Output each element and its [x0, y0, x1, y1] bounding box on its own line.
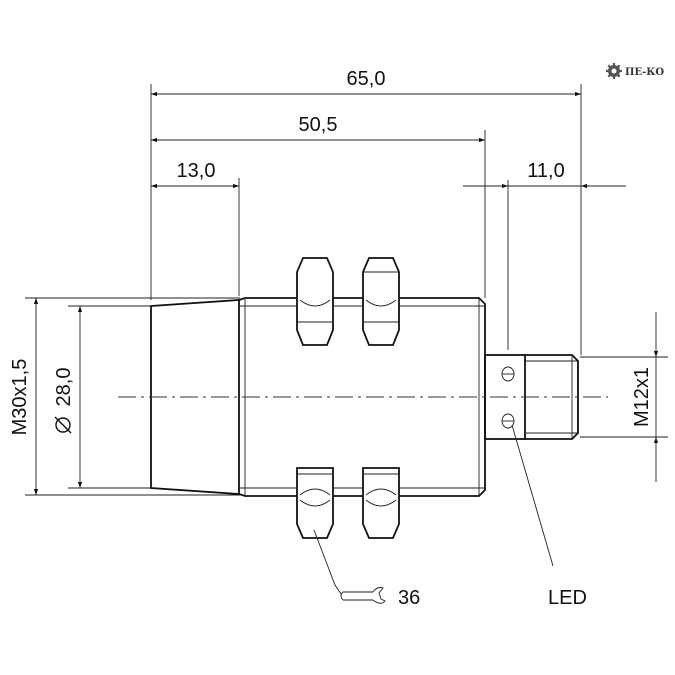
dim-thread-length: 50,5 — [299, 114, 338, 136]
leaders — [313, 424, 554, 595]
led-window-top — [501, 366, 515, 382]
dim-connector-length: 11,0 — [527, 160, 564, 182]
led-label: LED — [548, 587, 587, 609]
dim-face-diameter: 28,0 — [53, 368, 75, 407]
led-leader — [511, 424, 554, 567]
dim-overall-length: 65,0 — [347, 68, 386, 90]
dimension-lines — [33, 91, 659, 495]
hex-nut-left — [296, 257, 334, 539]
dim-connector-thread: M12x1 — [631, 367, 653, 427]
wrench-icon — [340, 587, 386, 604]
wrench-leader — [313, 529, 342, 595]
logo-text: ПЕ-КО — [625, 67, 664, 78]
gear-icon — [606, 63, 622, 79]
extension-lines — [25, 84, 668, 496]
company-logo: ПЕ-КО — [606, 63, 664, 79]
dim-face-length: 13,0 — [177, 160, 216, 182]
dim-thread-spec: M30x1,5 — [9, 359, 31, 436]
diameter-symbol-icon — [54, 416, 72, 434]
led-window-bottom — [501, 413, 515, 429]
hex-nut-right — [362, 257, 400, 539]
wrench-size-label: 36 — [398, 587, 420, 609]
dimension-labels: 65,0 50,5 13,0 11,0 M30x1,5 28,0 M12x1 — [9, 68, 653, 435]
